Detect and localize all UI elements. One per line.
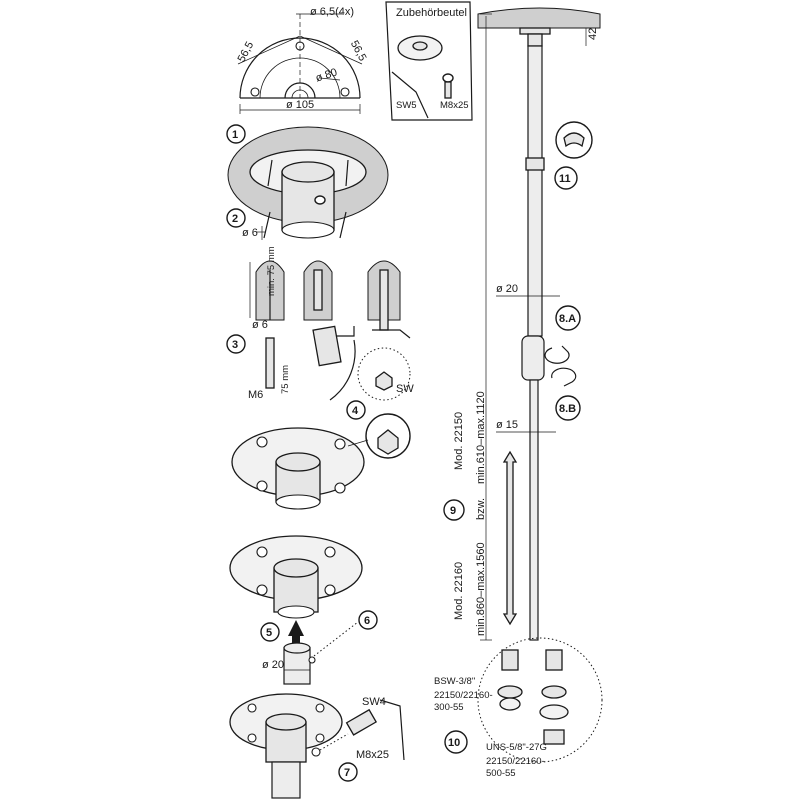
step-7-label: 7 [344, 767, 350, 779]
thread-bsw-label: BSW-3/8" [434, 676, 475, 687]
dia-105-label: ø 105 [286, 99, 314, 111]
step-2-label: 2 [232, 213, 238, 225]
step-11-label: 11 [559, 173, 571, 185]
dim-56-right-label: 56,5 [348, 39, 369, 64]
part-bsw-line1: 22150/22160- [434, 690, 493, 701]
bag-title: Zubehörbeutel [396, 7, 467, 19]
bag-sw-label: SW5 [396, 100, 417, 111]
step-1-marker [226, 124, 246, 144]
hole-dimension-label: ø 6,5(4x) [310, 6, 354, 18]
upper-tube-diameter-label: ø 20 [496, 283, 518, 295]
step-8b-marker [555, 395, 581, 421]
ceiling-drill-illustration [227, 126, 389, 240]
step-4-label: 4 [352, 405, 359, 417]
thread-uns-label: UNS-5/8"-27G [486, 742, 547, 753]
step-3-label: 3 [232, 339, 238, 351]
step-2-marker [226, 208, 246, 228]
accessory-bag [385, 1, 473, 121]
step-10-label: 10 [448, 737, 460, 749]
pipe-insert-illustration [229, 535, 363, 685]
bzw-label: bzw. [475, 498, 487, 520]
step-8a-label: 8.A [559, 313, 576, 325]
pole-assembly [477, 7, 603, 763]
part-bsw-line2: 300-55 [434, 702, 464, 713]
bolt-length-label: 75 mm [280, 365, 291, 394]
step-9-marker [443, 499, 465, 521]
model-22160-label: Mod. 22160 [453, 562, 465, 620]
drill-diameter-label: ø 6 [242, 227, 258, 239]
step-8b-label: 8.B [559, 403, 576, 415]
step-1-label: 1 [232, 129, 238, 141]
sw-label-step3: SW [396, 383, 414, 395]
range-22160-label: min.860–max.1560 [475, 542, 487, 636]
step-3-marker [226, 334, 246, 354]
bag-screw-label: M8x25 [440, 100, 469, 111]
dowel-install-illustration [249, 260, 411, 401]
step-6-label: 6 [364, 615, 370, 627]
dia-80-label: ø 80 [314, 66, 339, 84]
step-9-label: 9 [450, 505, 456, 517]
dowel-diameter-label: ø 6 [252, 319, 268, 331]
lower-tube-diameter-label: ø 15 [496, 419, 518, 431]
step-4-marker [346, 400, 366, 420]
part-uns-line2: 500-55 [486, 768, 516, 779]
step-11-marker [554, 166, 578, 190]
plate-dimension-drawing [237, 13, 363, 114]
step-10-marker [444, 730, 468, 754]
fixing-screw-illustration [229, 693, 405, 799]
bolt-thread-label: M6 [248, 389, 263, 401]
pipe-diameter-label: ø 20 [262, 659, 284, 671]
range-22150-label: min.610–max.1120 [475, 391, 487, 484]
step-8a-marker [555, 305, 581, 331]
model-22150-label: Mod. 22150 [453, 412, 465, 470]
sw4-label: SW4 [362, 696, 386, 708]
mounted-plate-illustration [231, 413, 411, 510]
step-5-label: 5 [266, 627, 272, 639]
step-7-marker [338, 762, 358, 782]
step-6-marker [358, 610, 378, 630]
step-5-marker [260, 622, 280, 642]
screw-m8x25-label: M8x25 [356, 749, 389, 761]
dim-42-label: 42 [587, 28, 599, 40]
part-uns-line1: 22150/22160- [486, 756, 545, 767]
depth-label: min. 75 mm [266, 246, 277, 296]
